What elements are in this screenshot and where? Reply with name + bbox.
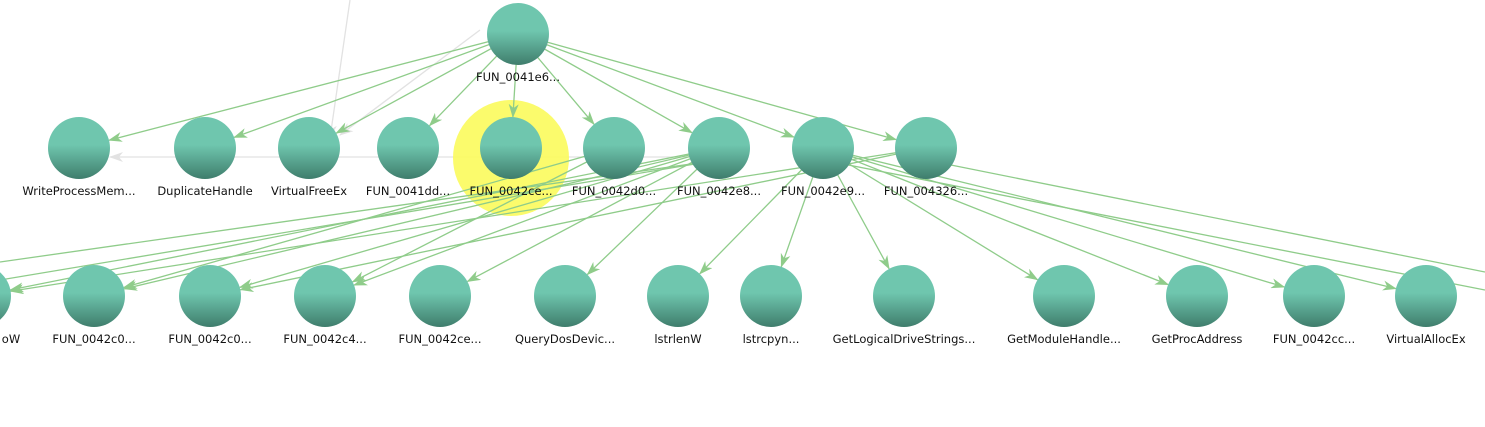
node-circle[interactable] <box>583 117 645 179</box>
graph-edge <box>122 147 615 289</box>
node-circle[interactable] <box>48 117 110 179</box>
graph-node[interactable]: WriteProcessMem... <box>22 117 136 198</box>
graph-node[interactable]: GetModuleHandle... <box>1007 265 1121 346</box>
graph-node[interactable]: lstrcpyn... <box>740 265 802 346</box>
graph-node[interactable]: oW <box>0 265 20 346</box>
graph-edge <box>822 147 1286 289</box>
graph-node[interactable]: FUN_0042e9... <box>781 117 865 198</box>
node-label: VirtualAllocEx <box>1386 332 1465 346</box>
graph-node[interactable]: FUN_0042d0... <box>572 117 656 198</box>
graph-edge <box>925 159 1485 273</box>
graph-node[interactable]: FUN_0042ce... <box>398 265 482 346</box>
graph-node[interactable]: FUN_0042ce... <box>469 117 553 198</box>
graph-node[interactable]: FUN_0041dd... <box>366 117 450 198</box>
graph-edge <box>822 147 1170 286</box>
node-circle[interactable] <box>0 265 11 327</box>
node-label: FUN_004326... <box>884 184 968 198</box>
node-label: QueryDosDevic... <box>515 332 615 346</box>
node-label: FUN_0042d0... <box>572 184 656 198</box>
graph-edge-gray <box>339 29 481 136</box>
graph-node[interactable]: VirtualFreeEx <box>271 117 347 198</box>
node-circle[interactable] <box>174 117 236 179</box>
node-circle[interactable] <box>740 265 802 327</box>
graph-node[interactable]: FUN_0042c4... <box>283 265 367 346</box>
node-label: VirtualFreeEx <box>271 184 347 198</box>
node-circle[interactable] <box>487 3 549 65</box>
node-circle[interactable] <box>895 117 957 179</box>
graph-node[interactable]: VirtualAllocEx <box>1386 265 1466 346</box>
graph-node[interactable]: DuplicateHandle <box>157 117 253 198</box>
node-circle[interactable] <box>480 117 542 179</box>
graph-node[interactable]: GetLogicalDriveStrings... <box>833 265 976 346</box>
node-circle[interactable] <box>63 265 125 327</box>
graph-edge <box>233 33 519 139</box>
node-label: DuplicateHandle <box>157 184 252 198</box>
node-circle[interactable] <box>294 265 356 327</box>
node-circle[interactable] <box>534 265 596 327</box>
graph-edge <box>108 33 519 142</box>
node-label: lstrlenW <box>654 332 701 346</box>
node-label: FUN_0041dd... <box>366 184 450 198</box>
graph-edge-gray <box>326 0 351 139</box>
graph-edge <box>353 147 720 286</box>
graph-edge <box>0 159 720 281</box>
node-label: FUN_0042e8... <box>677 184 761 198</box>
graph-node[interactable]: QueryDosDevic... <box>515 265 615 346</box>
graph-node[interactable]: lstrlenW <box>647 265 709 346</box>
graph-edge <box>822 159 1485 291</box>
graph-edge <box>466 147 720 283</box>
node-label: oW <box>2 332 20 346</box>
node-label: FUN_0042c0... <box>168 332 251 346</box>
graph-edge <box>351 147 615 283</box>
node-circle[interactable] <box>1283 265 1345 327</box>
node-circle[interactable] <box>377 117 439 179</box>
node-label: FUN_0042c0... <box>52 332 135 346</box>
node-label: FUN_0042cc... <box>1273 332 1355 346</box>
graph-edge <box>0 159 720 263</box>
node-circle[interactable] <box>1166 265 1228 327</box>
graph-edge <box>517 33 795 138</box>
node-label: FUN_0042e9... <box>781 184 865 198</box>
node-label: GetLogicalDriveStrings... <box>833 332 976 346</box>
node-circle[interactable] <box>179 265 241 327</box>
graph-edge <box>822 147 1039 281</box>
graph-edge <box>517 33 693 134</box>
node-label: lstrcpyn... <box>743 332 800 346</box>
graph-node[interactable]: FUN_0042e8... <box>677 117 761 198</box>
graph-node[interactable]: FUN_0042c0... <box>168 265 252 346</box>
graph-node[interactable]: FUN_0042cc... <box>1273 265 1355 346</box>
node-circle[interactable] <box>1395 265 1457 327</box>
node-label: FUN_0042ce... <box>398 332 481 346</box>
node-label: FUN_0042ce... <box>469 184 552 198</box>
node-circle[interactable] <box>792 117 854 179</box>
graph-node[interactable]: FUN_0041e6... <box>476 3 560 84</box>
node-label: GetProcAddress <box>1152 332 1243 346</box>
graph-edge <box>335 33 519 134</box>
node-circle[interactable] <box>409 265 471 327</box>
node-circle[interactable] <box>873 265 935 327</box>
node-circle[interactable] <box>1033 265 1095 327</box>
node-label: FUN_0042c4... <box>283 332 366 346</box>
node-circle[interactable] <box>647 265 709 327</box>
node-label: GetModuleHandle... <box>1007 332 1121 346</box>
node-label: WriteProcessMem... <box>22 184 135 198</box>
node-label: FUN_0041e6... <box>476 70 560 84</box>
graph-node[interactable]: FUN_004326... <box>884 117 968 198</box>
graph-edge <box>9 147 927 295</box>
node-circle[interactable] <box>278 117 340 179</box>
node-circle[interactable] <box>688 117 750 179</box>
graph-node[interactable]: GetProcAddress <box>1152 265 1243 346</box>
graph-node[interactable]: FUN_0042c0... <box>52 265 136 346</box>
